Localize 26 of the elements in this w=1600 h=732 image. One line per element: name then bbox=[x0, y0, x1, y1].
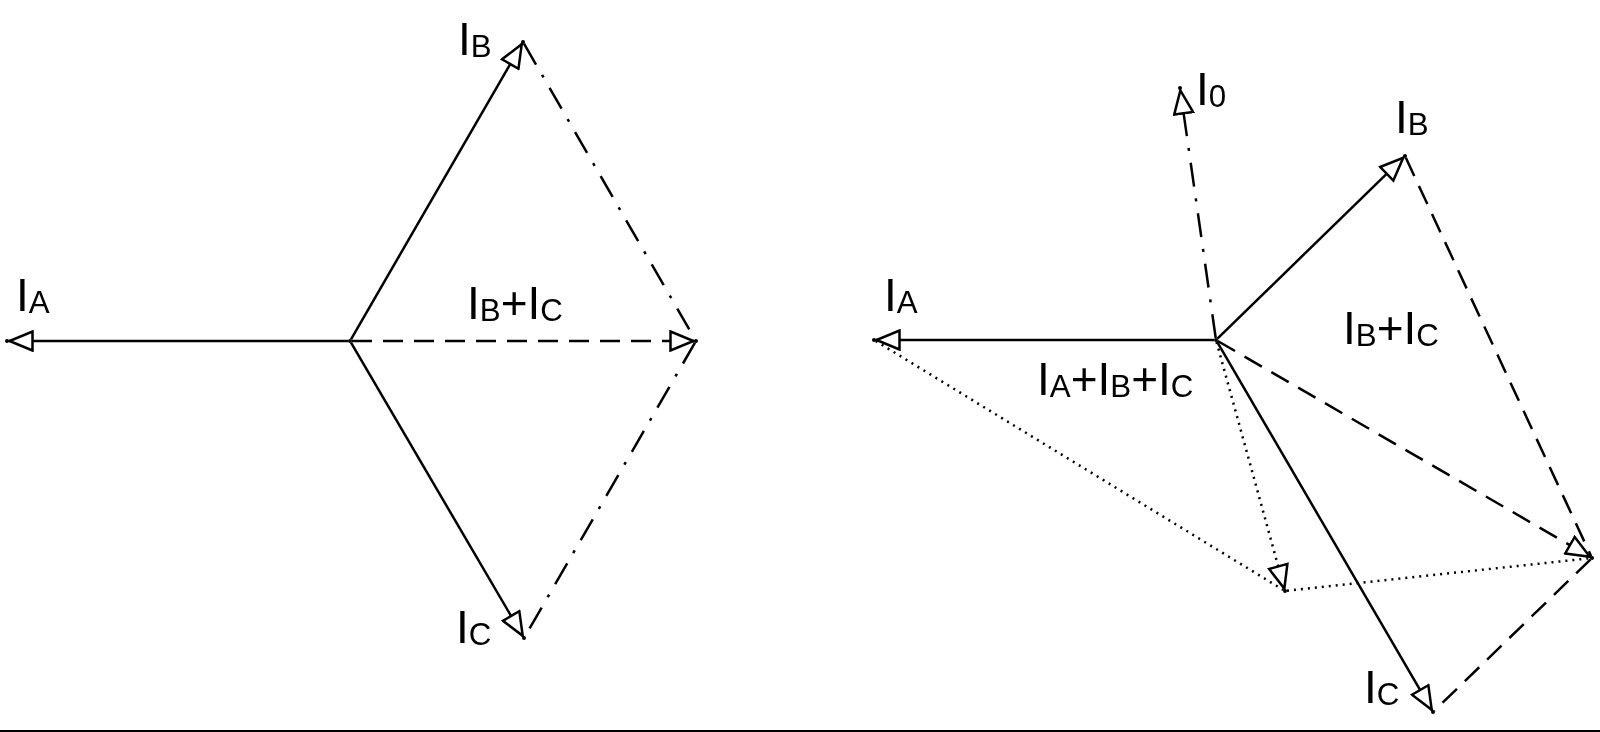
phasor-arrow bbox=[352, 330, 695, 352]
vertex-point bbox=[1590, 556, 1594, 560]
vertex-point bbox=[1403, 154, 1407, 158]
phasor-arrow bbox=[349, 342, 525, 638]
phasor-arrow bbox=[1217, 339, 1592, 559]
vertex-point bbox=[1283, 589, 1287, 593]
vertex-point bbox=[5, 339, 9, 343]
vertex-point bbox=[1214, 338, 1218, 342]
vertex-point bbox=[872, 338, 876, 342]
construction-line bbox=[1286, 556, 1591, 593]
phasor-arrow bbox=[875, 329, 1214, 351]
construction-line bbox=[875, 339, 1284, 592]
phasor-arrow bbox=[1216, 156, 1405, 340]
vertex-point bbox=[1178, 86, 1182, 90]
phasor-arrow bbox=[1215, 341, 1289, 590]
phasor-arrow bbox=[1172, 89, 1217, 339]
vertex-point bbox=[348, 339, 352, 343]
vertex-point bbox=[521, 40, 525, 44]
phasor-arrow bbox=[8, 330, 348, 352]
phasor-arrow bbox=[349, 42, 524, 340]
phasor-arrow bbox=[1215, 341, 1434, 712]
construction-line bbox=[1433, 558, 1592, 712]
vertex-point bbox=[1431, 710, 1435, 714]
vertex-point bbox=[522, 636, 526, 640]
construction-line bbox=[1404, 157, 1593, 557]
vertex-point bbox=[694, 339, 698, 343]
